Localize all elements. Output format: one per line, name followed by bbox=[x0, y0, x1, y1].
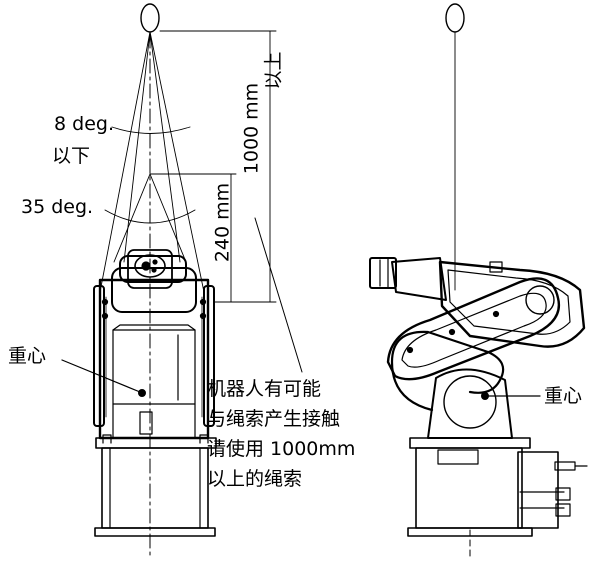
angle-small-qualifier: 以下 bbox=[52, 145, 91, 167]
front-hook bbox=[140, 3, 160, 33]
front-sling-lines bbox=[99, 31, 205, 293]
side-view-robot bbox=[369, 257, 588, 537]
side-upper-arm bbox=[438, 260, 586, 348]
note-line: 以上的绳索 bbox=[207, 468, 303, 490]
side-column bbox=[427, 368, 513, 439]
side-elbow-link bbox=[390, 330, 505, 412]
cog-front-label: 重心 bbox=[8, 345, 47, 367]
side-base bbox=[407, 437, 588, 537]
arc-8deg bbox=[111, 126, 191, 134]
note-line: 与绳索产生接触 bbox=[207, 408, 341, 430]
leader-lines bbox=[61, 217, 541, 400]
front-view-robot bbox=[93, 249, 217, 537]
side-hook bbox=[445, 3, 465, 33]
side-wrist bbox=[369, 257, 447, 301]
front-body bbox=[93, 278, 215, 440]
dimension-lines bbox=[149, 30, 277, 303]
front-base bbox=[94, 434, 217, 537]
dimension-long-label: 1000 mm bbox=[240, 82, 263, 175]
note-line: 机器人有可能 bbox=[207, 378, 322, 400]
warning-note: 机器人有可能 与绳索产生接触 请使用 1000mm 以上的绳索 bbox=[207, 374, 355, 494]
dimension-long-qualifier: 以上 bbox=[262, 51, 285, 90]
arc-35deg bbox=[104, 209, 196, 224]
cog-side-label: 重心 bbox=[544, 385, 583, 407]
dimension-short-label: 240 mm bbox=[211, 182, 234, 263]
angle-large-label: 35 deg. bbox=[21, 196, 94, 218]
angle-small-label: 8 deg. bbox=[54, 113, 114, 135]
side-lower-arm bbox=[386, 277, 561, 381]
note-line: 请使用 1000mm bbox=[207, 438, 356, 460]
